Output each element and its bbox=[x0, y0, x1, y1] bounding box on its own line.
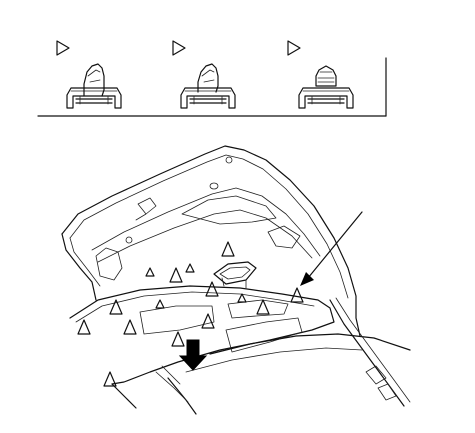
body-contour-lower bbox=[185, 347, 363, 373]
gas-strut-inner bbox=[335, 297, 411, 403]
panel-bracket-right bbox=[267, 225, 301, 249]
clip-icon-seated bbox=[66, 63, 122, 109]
clip-marker bbox=[77, 319, 91, 335]
step-2 bbox=[172, 40, 236, 109]
clip-marker bbox=[123, 319, 137, 335]
clip-marker bbox=[171, 331, 185, 347]
clip-marker bbox=[256, 299, 270, 315]
down-arrow-icon bbox=[178, 339, 208, 371]
clip-icon-lifted bbox=[180, 63, 236, 109]
trunk-lid-view bbox=[61, 145, 411, 415]
hinge-strut-left bbox=[155, 365, 189, 403]
panel-rib-upper bbox=[91, 187, 321, 257]
clip-marker bbox=[201, 313, 215, 329]
trim-recess-2 bbox=[225, 317, 303, 353]
triangle-marker-icon bbox=[172, 40, 186, 56]
clip-marker bbox=[109, 299, 123, 315]
trim-recess-1 bbox=[139, 305, 215, 335]
step-1 bbox=[56, 40, 122, 109]
clip-marker bbox=[169, 267, 183, 283]
trunk-lid-outline-inner bbox=[69, 154, 349, 299]
lower-frame bbox=[111, 377, 197, 415]
leader-line bbox=[307, 211, 363, 279]
clip-marker bbox=[205, 281, 219, 297]
step-3 bbox=[287, 40, 354, 109]
clip-marker bbox=[221, 241, 235, 257]
trunk-lid-outline bbox=[61, 145, 361, 337]
trim-panel-upper-edge bbox=[75, 291, 315, 323]
panel-opening-left bbox=[95, 247, 123, 281]
clip-markers bbox=[77, 241, 304, 387]
clip-removal-steps bbox=[37, 40, 387, 117]
trim-panel-outline bbox=[69, 285, 335, 385]
clip-marker bbox=[145, 267, 155, 277]
clip-marker bbox=[237, 293, 247, 303]
panel-opening-center bbox=[181, 195, 277, 225]
gas-strut bbox=[329, 299, 405, 407]
clip-marker bbox=[290, 287, 304, 303]
strut-end-2 bbox=[377, 383, 397, 401]
lid-handle bbox=[213, 261, 257, 289]
leader-arrowhead bbox=[300, 272, 314, 286]
clip-marker bbox=[185, 263, 195, 273]
clip-marker bbox=[155, 299, 165, 309]
panel-bracket bbox=[135, 197, 157, 221]
lid-left-edge bbox=[61, 233, 97, 301]
lid-left-edge-inner bbox=[69, 237, 101, 287]
trim-recess-3 bbox=[227, 299, 289, 319]
clip-marker bbox=[103, 371, 117, 387]
panel-holes bbox=[125, 156, 233, 244]
triangle-marker-icon bbox=[56, 40, 70, 56]
body-contour bbox=[209, 333, 411, 355]
clip-icon-removed bbox=[298, 65, 354, 109]
triangle-marker-icon bbox=[287, 40, 301, 56]
panel-rib-lower bbox=[97, 209, 313, 263]
strut-end bbox=[365, 365, 387, 385]
